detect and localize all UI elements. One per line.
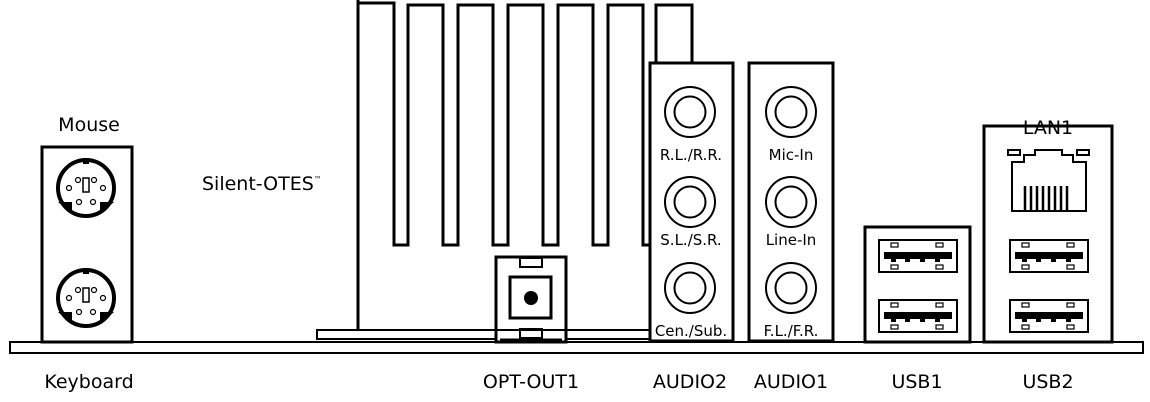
jack-label: Cen./Sub. (655, 322, 727, 340)
keyboard-label: Keyboard (44, 371, 133, 393)
ps2-housing (40, 145, 134, 344)
opt-out-label: OPT-OUT1 (483, 371, 579, 393)
mouse-label: Mouse (58, 114, 120, 136)
audio2-label: AUDIO2 (653, 371, 727, 393)
audio1-housing (747, 61, 835, 343)
rj45-port-icon (1007, 149, 1090, 212)
lan-usb2-housing (982, 124, 1114, 344)
lan1-label: LAN1 (1023, 117, 1073, 139)
usb-port-icon (879, 240, 957, 272)
usb-port-icon (879, 300, 957, 332)
jack-label: F.L./F.R. (764, 322, 819, 340)
line-in-jack-icon (766, 177, 816, 227)
heatsink-base (316, 329, 650, 340)
audio1-label: AUDIO1 (754, 371, 828, 393)
mic-in-jack-icon (766, 87, 816, 137)
usb-port-icon (1010, 240, 1088, 272)
audio-jack-icon (665, 263, 715, 313)
usb2-label: USB2 (1022, 371, 1073, 393)
usb-port-icon (1010, 300, 1088, 332)
jack-label: R.L./R.R. (660, 146, 722, 164)
jack-label: Line-In (766, 231, 817, 249)
usb1-housing (863, 225, 972, 344)
jack-label: S.L./S.R. (660, 231, 721, 249)
heatsink-fins (356, 0, 694, 330)
mouse-port-icon (58, 158, 114, 216)
base-plate (9, 341, 1144, 354)
keyboard-port-icon (58, 268, 114, 326)
usb1-label: USB1 (891, 371, 942, 393)
silent-otes-label: Silent-OTES™ (202, 173, 322, 195)
audio-jack-icon (665, 87, 715, 137)
audio2-housing (648, 61, 735, 343)
front-out-jack-icon (766, 263, 816, 313)
audio-jack-icon (665, 177, 715, 227)
jack-label: Mic-In (769, 146, 814, 164)
optical-out-port (494, 255, 568, 344)
